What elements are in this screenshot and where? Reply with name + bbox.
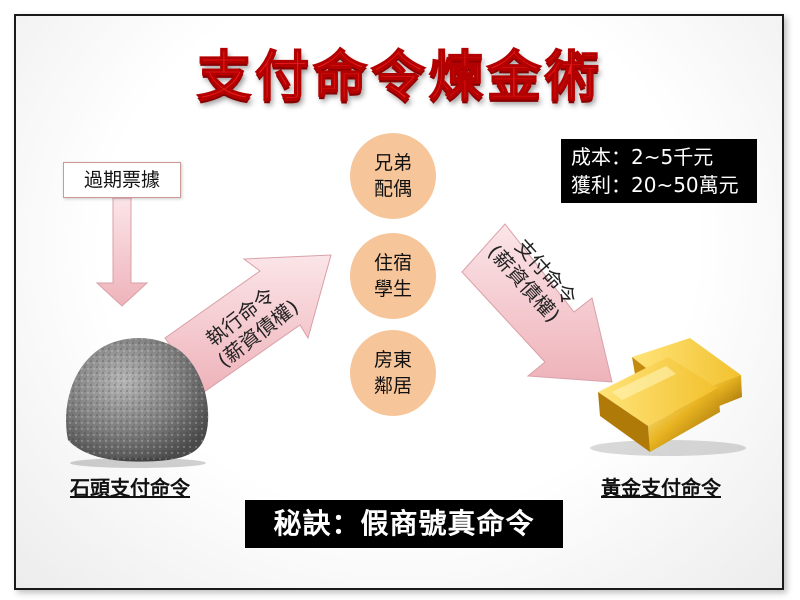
cost-text: 成本：2~5千元 — [571, 145, 714, 169]
secret-banner: 秘訣：假商號真命令 — [245, 500, 563, 548]
circle-line: 兄弟 — [373, 152, 412, 174]
circle-line: 配偶 — [373, 178, 412, 200]
circle-line: 學生 — [373, 278, 412, 300]
circle-line: 住宿 — [373, 252, 412, 274]
cost-profit-box: 成本：2~5千元 獲利：20~50萬元 — [561, 139, 757, 203]
payment-order-arrow — [461, 223, 613, 383]
stone-caption: 石頭支付命令 — [70, 476, 190, 500]
circle-boarding-student: 住宿 學生 — [350, 233, 436, 319]
circle-line: 鄰居 — [373, 375, 412, 397]
expired-bill-label: 過期票據 — [63, 162, 181, 198]
down-arrow — [95, 197, 149, 307]
gold-bars-image — [590, 338, 746, 456]
slide-title: 支付命令煉金術 — [196, 44, 603, 109]
gold-caption: 黃金支付命令 — [601, 476, 721, 500]
circle-line: 房東 — [373, 349, 412, 371]
circle-landlord-neighbor: 房東 鄰居 — [350, 330, 436, 416]
execution-order-arrow — [164, 254, 332, 393]
profit-text: 獲利：20~50萬元 — [571, 173, 739, 197]
stone-image — [66, 338, 209, 468]
circle-siblings-spouse: 兄弟 配偶 — [350, 133, 436, 219]
